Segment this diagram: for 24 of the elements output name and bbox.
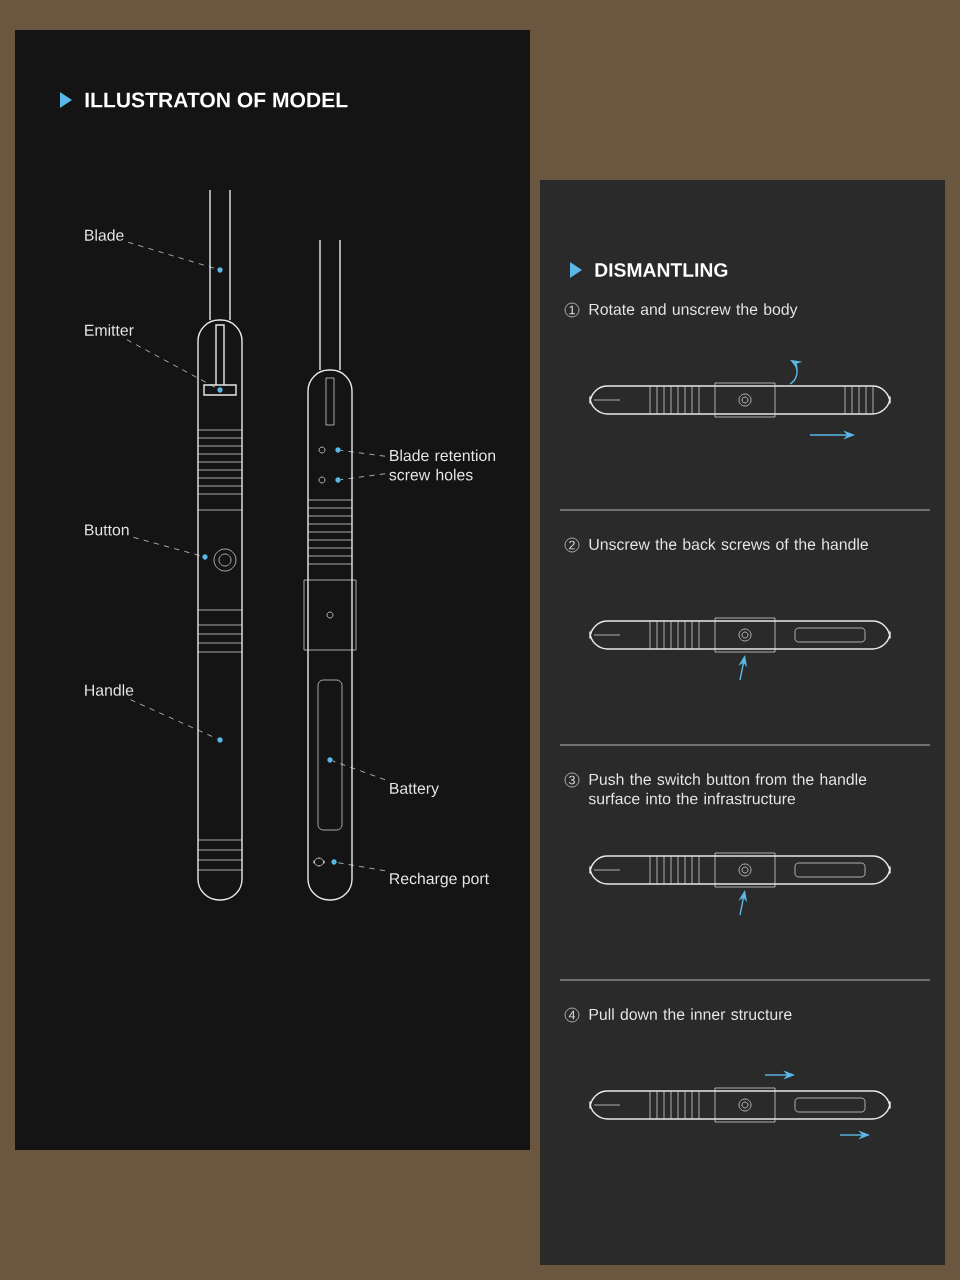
part-label: Blade: [85, 229, 124, 241]
leader-line: [336, 862, 386, 872]
step-text: Pull down the inner structure: [589, 1008, 792, 1020]
step-number: 1: [564, 302, 580, 318]
step-number: 4: [564, 1007, 580, 1023]
step-text: Rotate and unscrew the body: [589, 303, 798, 319]
leader-line: [332, 760, 386, 781]
part-label: Handle: [85, 684, 134, 696]
part-label: Button: [85, 524, 129, 536]
part-label: Emitter: [85, 324, 134, 336]
leader-line: [340, 473, 386, 480]
step-number: 3: [564, 772, 580, 788]
leader-line: [126, 339, 218, 389]
part-label: Blade retention screw holes: [389, 449, 496, 481]
step-text: Unscrew the back screws of the handle: [589, 538, 868, 550]
heading: ILLUSTRATON OF MODEL: [85, 92, 348, 108]
leader-line: [133, 537, 203, 557]
leader-line: [340, 450, 386, 457]
step-text: Push the switch button from the handle surface into the infrastructure: [588, 773, 867, 805]
part-label: Battery: [390, 782, 439, 798]
step-number: 2: [564, 537, 580, 553]
leader-line: [130, 699, 218, 740]
heading: DISMANTLING: [595, 263, 728, 277]
part-label: Recharge port: [390, 872, 489, 888]
